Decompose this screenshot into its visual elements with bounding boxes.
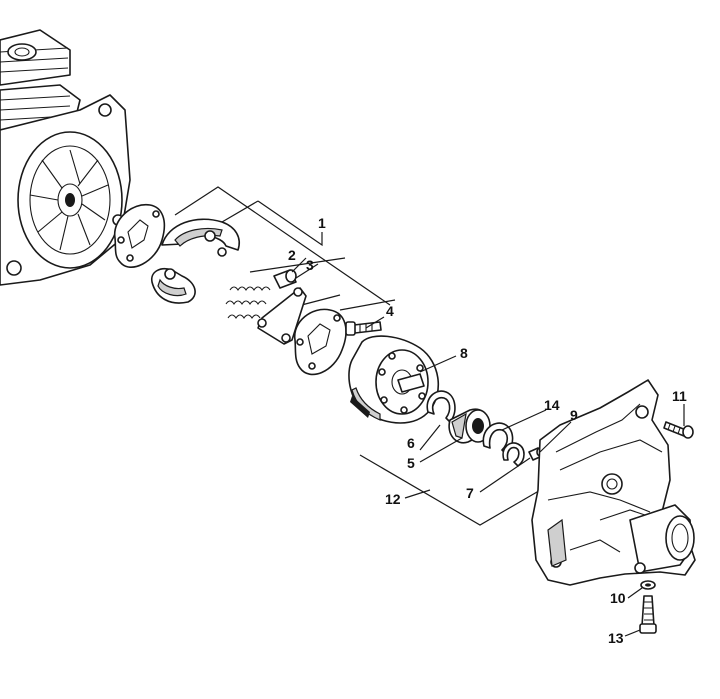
bolt-13 bbox=[639, 595, 657, 634]
sleeve-part bbox=[273, 269, 297, 289]
clutch-drum bbox=[348, 335, 439, 424]
callout-3: 3 bbox=[306, 257, 314, 273]
gearbox-housing bbox=[531, 379, 696, 586]
callout-7: 7 bbox=[466, 485, 474, 501]
callout-labels: 1 2 3 4 5 6 7 8 9 10 11 12 13 14 bbox=[288, 215, 687, 646]
clutch-shoe-lower bbox=[150, 267, 196, 304]
clutch-cover-plate-left bbox=[114, 204, 166, 268]
assembly-bracket-lines bbox=[174, 186, 576, 526]
callout-1: 1 bbox=[318, 215, 326, 231]
clutch-cover-plate-right bbox=[294, 308, 347, 376]
link-plate bbox=[257, 287, 307, 345]
callout-6: 6 bbox=[407, 435, 415, 451]
callout-13: 13 bbox=[608, 630, 624, 646]
callout-9: 9 bbox=[570, 407, 578, 423]
callout-10: 10 bbox=[610, 590, 626, 606]
callout-12: 12 bbox=[385, 491, 401, 507]
screw-11 bbox=[663, 421, 694, 439]
retaining-ring bbox=[502, 442, 525, 467]
callout-8: 8 bbox=[460, 345, 468, 361]
callout-leaders bbox=[257, 200, 685, 637]
callout-2: 2 bbox=[288, 247, 296, 263]
callout-5: 5 bbox=[407, 455, 415, 471]
ball-bearing bbox=[448, 408, 491, 444]
tension-springs bbox=[225, 286, 271, 319]
circlip-6 bbox=[426, 390, 456, 423]
engine-flywheel-part bbox=[0, 29, 131, 286]
callout-14: 14 bbox=[544, 397, 560, 413]
callout-11: 11 bbox=[672, 388, 687, 404]
washer-10 bbox=[640, 580, 656, 590]
screw-4 bbox=[345, 321, 382, 336]
callout-4: 4 bbox=[386, 303, 394, 319]
clutch-shoe-upper bbox=[161, 218, 240, 257]
